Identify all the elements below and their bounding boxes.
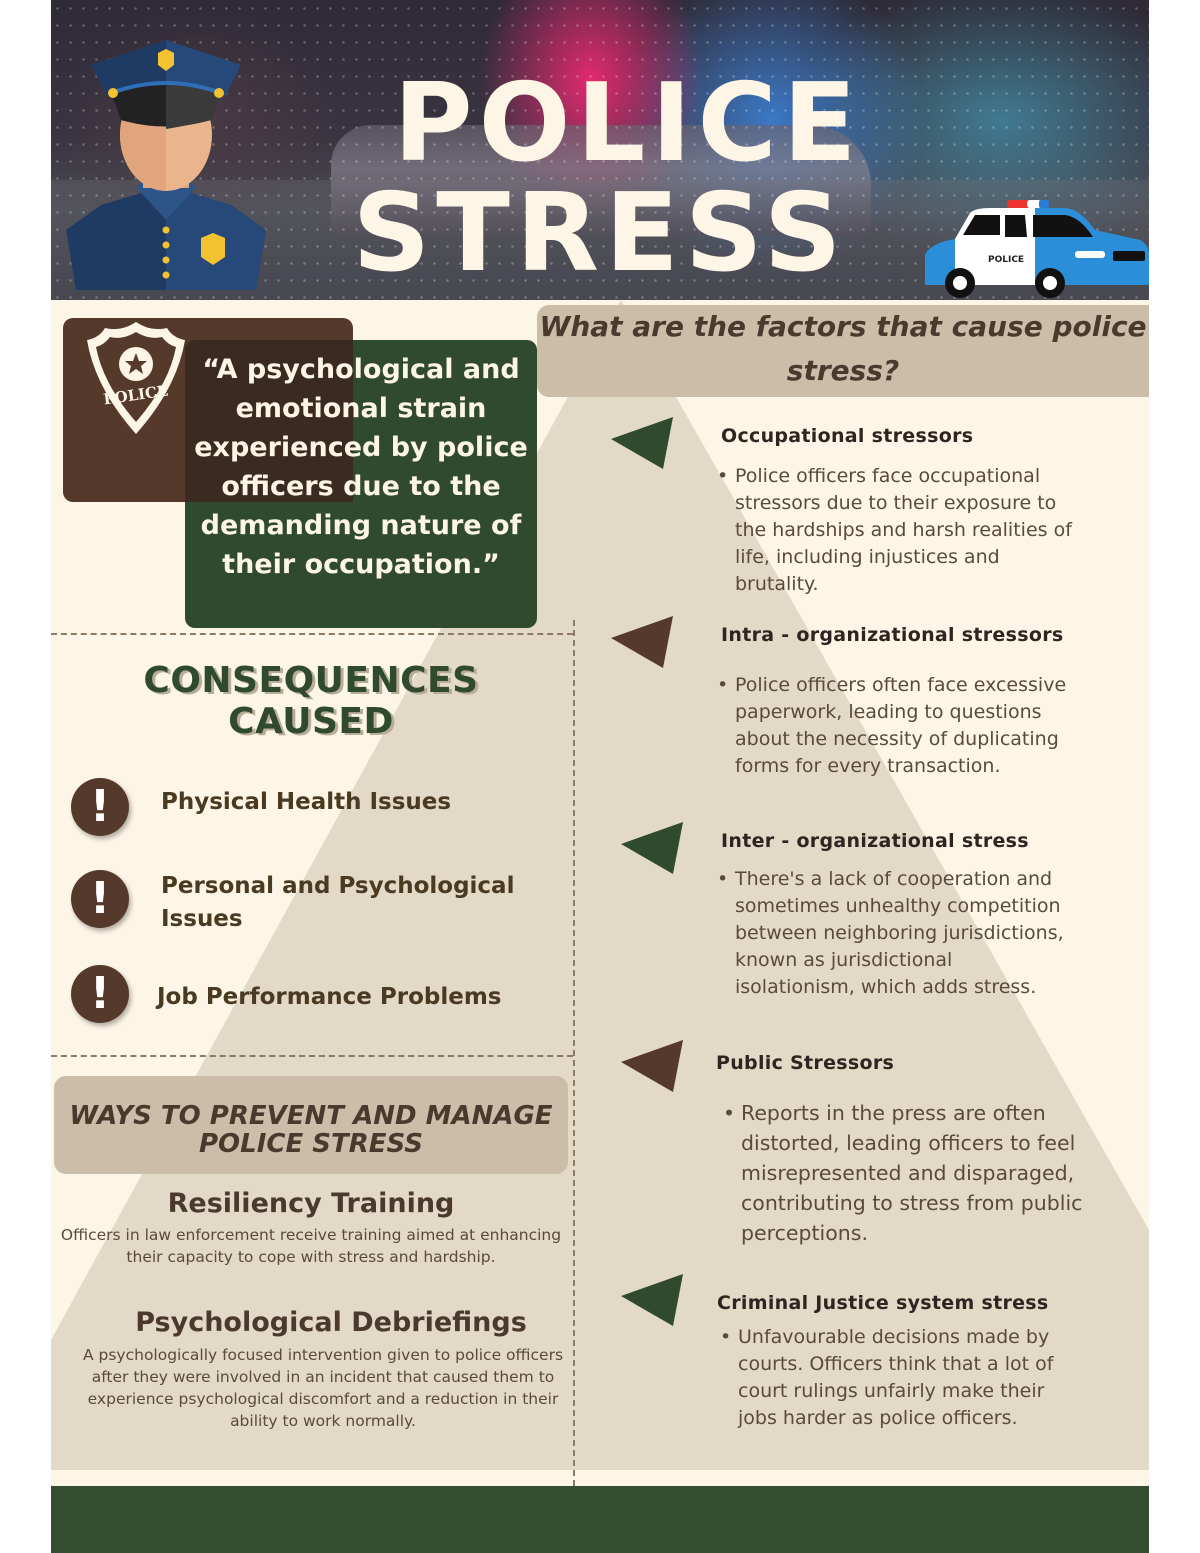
consequence-label: Job Performance Problems (157, 984, 502, 1010)
factor-title: Inter - organizational stress (721, 830, 1029, 852)
factor-body: •Reports in the press are often distorte… (723, 1101, 1083, 1245)
prevention-body: A psychologically focused intervention g… (82, 1346, 564, 1430)
factor-body: •Police officers face occupational stres… (717, 465, 1072, 595)
factor-title: Intra - organizational stressors (721, 624, 1064, 646)
factors-heading: What are the factors that cause police s… (537, 305, 1149, 397)
consequence-label: Personal and Psychological Issues (161, 873, 515, 932)
hero-title-police: POLICE (393, 61, 863, 186)
definition-quote: “A psychological and emotional strain ex… (194, 354, 528, 580)
factor-body: •Police officers often face excessive pa… (717, 674, 1067, 777)
police-officer-icon (66, 40, 266, 290)
factor-title: Criminal Justice system stress (717, 1292, 1049, 1314)
prevention-body: Officers in law enforcement receive trai… (60, 1226, 562, 1266)
prevention-heading: WAYS TO PREVENT AND MANAGE POLICE STRESS (54, 1076, 568, 1174)
arrow-left-icon (611, 417, 673, 469)
divider-dashed (51, 1055, 573, 1057)
car-police-label: POLICE (988, 255, 1024, 265)
divider-vertical-dashed (573, 620, 575, 1486)
exclamation-icon: ! (71, 870, 129, 928)
factor-body: •There's a lack of cooperation and somet… (717, 868, 1064, 998)
background-police-car (331, 125, 871, 235)
arrow-left-icon (621, 1274, 683, 1326)
prevention-title: Resiliency Training (167, 1188, 455, 1219)
divider-dashed (51, 633, 573, 635)
exclamation-icon: ! (71, 778, 129, 836)
arrow-left-icon (611, 616, 673, 668)
factor-title: Public Stressors (716, 1052, 895, 1074)
arrow-left-icon (621, 822, 683, 874)
factor-body: •Unfavourable decisions made by courts. … (720, 1326, 1054, 1429)
factor-title: Occupational stressors (721, 425, 974, 447)
hero-title-stress: STRESS (352, 171, 848, 296)
hero-banner: POLICE STRESS POLICE (51, 0, 1149, 300)
police-badge-icon: POLICE (87, 322, 185, 434)
prevention-title: Psychological Debriefings (135, 1307, 527, 1338)
exclamation-icon: ! (71, 965, 129, 1023)
consequences-heading: CONSEQUENCES CAUSED (143, 660, 479, 742)
arrow-left-icon (621, 1040, 683, 1092)
consequence-label: Physical Health Issues (161, 789, 452, 815)
infographic-page: POLICE STRESS POLICE POLICE “A psycholog… (51, 0, 1149, 1553)
police-car-icon: POLICE (925, 200, 1149, 298)
footer-bar (51, 1486, 1149, 1553)
